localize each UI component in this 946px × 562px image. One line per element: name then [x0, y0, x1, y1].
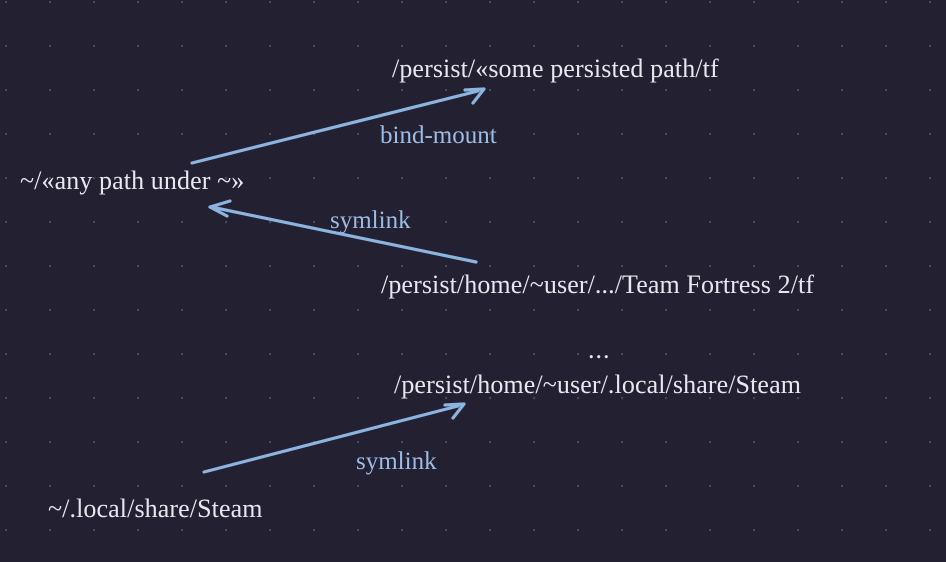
node-ellipsis: ... — [588, 335, 611, 364]
node-home-local-steam: ~/.local/share/Steam — [48, 494, 263, 523]
edge-label-symlink-2: symlink — [356, 448, 437, 475]
edge-label-symlink-1: symlink — [330, 207, 411, 234]
node-persist-home-steam: /persist/home/~user/.local/share/Steam — [394, 370, 802, 399]
edge-label-bind-mount: bind-mount — [380, 122, 497, 149]
node-persist-some-path-tf: /persist/«some persisted path/tf — [392, 54, 719, 83]
node-persist-team-fortress-2-tf: /persist/home/~user/.../Team Fortress 2/… — [381, 270, 815, 299]
node-home-any-path: ~/«any path under ~» — [20, 166, 245, 195]
